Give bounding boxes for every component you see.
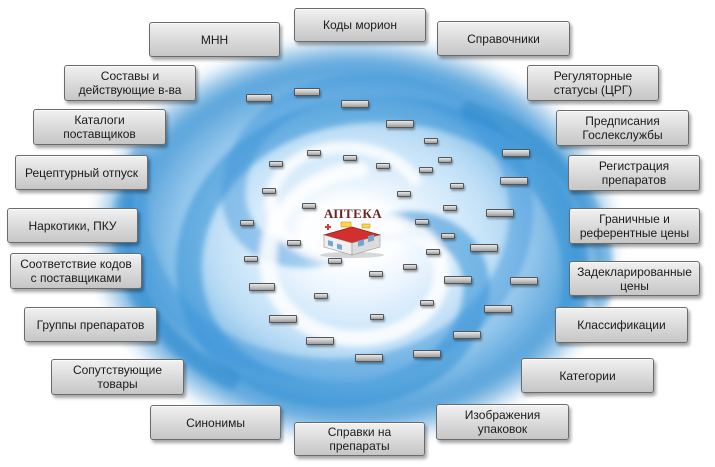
spiral-marker (502, 149, 530, 157)
spiral-marker (376, 163, 390, 169)
module-label: МНН (200, 32, 229, 47)
spiral-marker (419, 167, 433, 173)
spiral-marker (249, 283, 275, 291)
spiral-marker (370, 314, 384, 320)
module-label: Соответствие кодов с поставщиками (20, 257, 132, 285)
spiral-marker (355, 354, 383, 362)
spiral-marker (343, 155, 357, 161)
spiral-marker (424, 138, 438, 144)
spiral-marker (403, 264, 417, 270)
module-label: Граничные и референтные цены (579, 212, 690, 240)
module-label: Справочники (467, 31, 540, 46)
module-label: Изображения упаковок (464, 408, 541, 436)
spiral-marker (426, 249, 440, 255)
spiral-marker (420, 300, 434, 306)
spiral-marker (415, 219, 429, 225)
module-declared-prices[interactable]: Задекларированные цены (569, 261, 700, 296)
module-morion-codes[interactable]: Коды морион (294, 8, 426, 42)
module-label: Коды морион (323, 18, 397, 32)
spiral-marker (246, 94, 272, 102)
spiral-marker (328, 258, 342, 264)
module-package-images[interactable]: Изображения упаковок (436, 404, 569, 440)
module-label: Наркотики, ПКУ (28, 218, 117, 233)
module-drug-registration[interactable]: Регистрация препаратов (568, 155, 700, 191)
spiral-marker (443, 205, 457, 211)
module-drug-groups[interactable]: Группы препаратов (24, 307, 157, 342)
spiral-marker (444, 276, 472, 284)
module-prescription-dispensing[interactable]: Рецептурный отпуск (15, 155, 148, 190)
pharmacy-building-icon[interactable] (316, 221, 388, 259)
spiral-marker (302, 203, 316, 209)
spiral-marker (453, 331, 481, 339)
spiral-marker (450, 183, 464, 189)
module-drug-references[interactable]: Справки на препараты (294, 422, 425, 456)
spiral-marker (294, 88, 320, 96)
spiral-marker (307, 150, 321, 156)
spiral-marker (470, 244, 498, 252)
spiral-marker (484, 305, 512, 313)
spiral-marker (441, 233, 455, 239)
module-synonyms[interactable]: Синонимы (150, 405, 281, 440)
spiral-marker (369, 271, 383, 277)
module-label: Составы и действующие в-ва (78, 69, 182, 97)
spiral-marker (314, 293, 328, 299)
spiral-marker (240, 220, 254, 226)
spiral-marker (269, 161, 283, 167)
module-regulatory-statuses[interactable]: Регуляторные статусы (ЦРГ) (527, 65, 659, 101)
module-label: Рецептурный отпуск (24, 165, 139, 180)
spiral-marker (244, 256, 258, 262)
module-categories[interactable]: Категории (521, 358, 654, 393)
module-classifications[interactable]: Классификации (555, 307, 688, 343)
module-code-matching[interactable]: Соответствие кодов с поставщиками (10, 253, 142, 289)
module-label: Категории (559, 368, 616, 383)
module-related-goods[interactable]: Сопутствующие товары (51, 359, 184, 395)
spiral-marker (306, 337, 334, 345)
module-mnn[interactable]: МНН (149, 22, 280, 57)
module-reference-prices[interactable]: Граничные и референтные цены (569, 208, 700, 244)
module-label: Справки на препараты (327, 425, 392, 453)
module-label: Задекларированные цены (577, 264, 692, 293)
spiral-marker (287, 240, 301, 246)
spiral-marker (386, 120, 414, 128)
spiral-marker (269, 315, 297, 323)
module-label: Регистрация препаратов (598, 159, 670, 187)
module-label: Классификации (577, 318, 666, 332)
module-label: Каталоги поставщиков (63, 113, 136, 141)
spiral-marker (438, 157, 452, 163)
spiral-marker (510, 277, 538, 285)
center-title: АПТЕКА (323, 206, 383, 221)
module-compositions[interactable]: Составы и действующие в-ва (64, 65, 196, 101)
spiral-marker (397, 191, 411, 197)
spiral-marker (341, 100, 369, 108)
module-label: Синонимы (186, 415, 245, 430)
spiral-marker (413, 350, 441, 358)
module-label: Регуляторные статусы (ЦРГ) (553, 69, 633, 97)
module-reference-books[interactable]: Справочники (437, 21, 570, 56)
spiral-marker (486, 209, 514, 217)
spiral-marker (262, 188, 276, 194)
module-narcotics[interactable]: Наркотики, ПКУ (7, 208, 138, 243)
module-label: Сопутствующие товары (72, 363, 163, 391)
module-supplier-catalogs[interactable]: Каталоги поставщиков (33, 109, 166, 145)
module-label: Предписания Гослекслужбы (582, 114, 663, 142)
spiral-marker (500, 177, 528, 185)
module-label: Группы препаратов (36, 317, 145, 332)
module-gosleksluzhba-orders[interactable]: Предписания Гослекслужбы (556, 110, 689, 146)
